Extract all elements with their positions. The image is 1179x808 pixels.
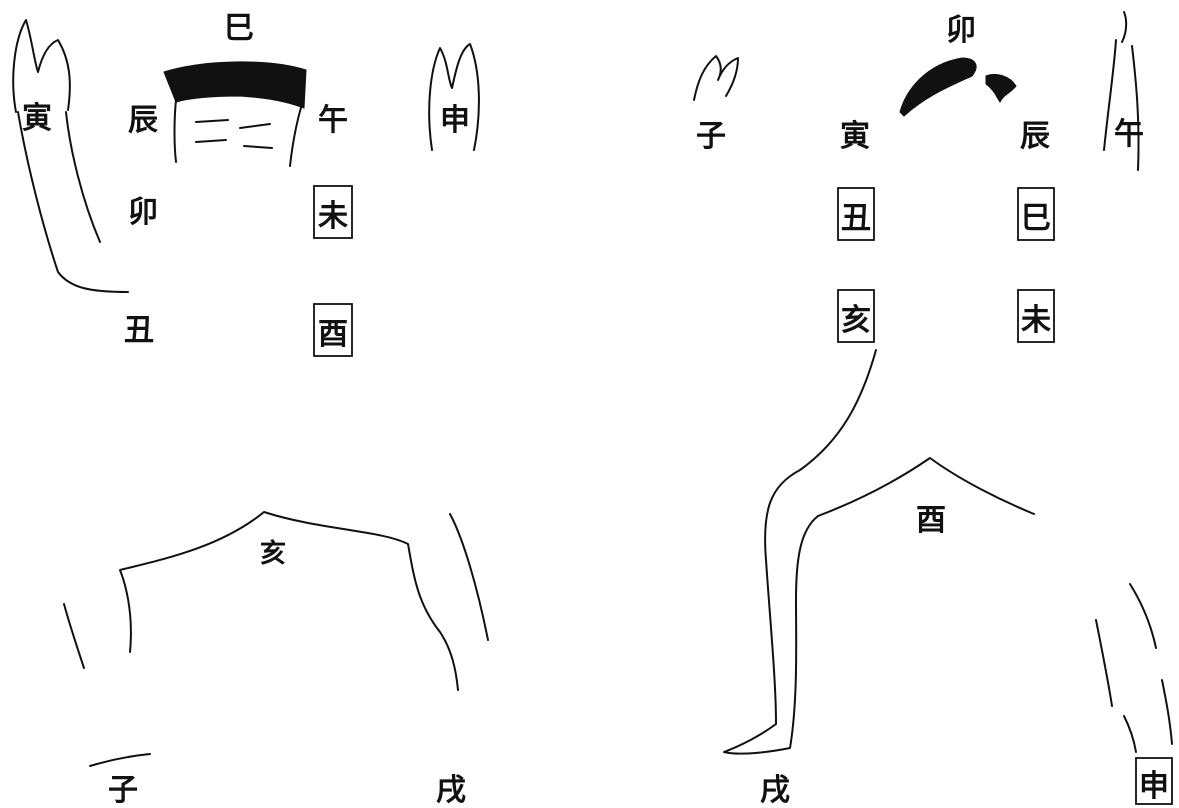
left-label-chen: 辰 bbox=[128, 103, 158, 138]
right-label-xu: 戌 bbox=[760, 773, 790, 808]
right-label-wu: 午 bbox=[1114, 117, 1144, 152]
right-figure-right-arm-inner bbox=[1131, 45, 1140, 171]
left-figure: 巳 辰 午 寅 申 卯 未 丑 酉 亥 子 戌 bbox=[12, 11, 489, 808]
right-figure-hair bbox=[899, 57, 977, 117]
right-figure-back bbox=[817, 457, 1035, 517]
right-figure-stroke-1 bbox=[1129, 583, 1157, 649]
right-label-shen-box bbox=[1135, 757, 1173, 805]
left-label-hai: 亥 bbox=[260, 538, 286, 569]
left-label-yin: 寅 bbox=[22, 101, 52, 136]
left-figure-right-hand-outline bbox=[428, 43, 480, 151]
left-label-wei: 未 bbox=[318, 199, 348, 234]
right-label-yin: 寅 bbox=[840, 119, 870, 154]
right-figure: 卯 子 寅 辰 午 丑 巳 亥 未 酉 戌 申 bbox=[693, 11, 1173, 808]
left-figure-eye-left bbox=[195, 119, 229, 123]
left-figure-eye-right bbox=[239, 123, 271, 129]
right-label-shen: 申 bbox=[1139, 769, 1169, 804]
left-figure-hair bbox=[163, 61, 307, 109]
left-figure-waist-stroke bbox=[89, 753, 151, 767]
right-figure-hair-tip bbox=[985, 73, 1017, 103]
right-label-hai-box bbox=[837, 289, 875, 343]
right-label-chou-box bbox=[837, 187, 875, 241]
left-figure-left-arm-inner bbox=[65, 111, 101, 243]
left-figure-eye-left-2 bbox=[195, 139, 227, 143]
right-label-chen: 辰 bbox=[1020, 119, 1050, 154]
left-label-xu: 戌 bbox=[436, 773, 466, 808]
right-figure-right-arm-outer bbox=[1103, 39, 1117, 151]
right-label-wei-box bbox=[1017, 289, 1055, 343]
left-label-you-box bbox=[313, 303, 353, 357]
right-label-wei: 未 bbox=[1021, 303, 1051, 338]
left-figure-eye-right-2 bbox=[243, 145, 273, 149]
right-label-zi: 子 bbox=[696, 119, 726, 154]
left-label-wei-box bbox=[313, 185, 353, 239]
left-label-si: 巳 bbox=[224, 11, 254, 46]
right-figure-stroke-4 bbox=[1161, 679, 1173, 745]
right-label-chou: 丑 bbox=[841, 201, 871, 236]
right-figure-stroke-2 bbox=[1095, 619, 1113, 707]
left-figure-face-right bbox=[289, 103, 303, 167]
left-figure-shoulders bbox=[119, 511, 459, 691]
right-label-hai: 亥 bbox=[841, 303, 871, 338]
right-figure-leg-front bbox=[723, 349, 877, 755]
left-figure-face-left bbox=[173, 99, 177, 163]
right-label-si: 巳 bbox=[1021, 201, 1051, 236]
left-figure-left-hand-outline bbox=[12, 19, 71, 113]
right-figure-stroke-3 bbox=[1123, 715, 1137, 753]
left-label-zi: 子 bbox=[108, 773, 138, 808]
left-label-chou: 丑 bbox=[124, 313, 154, 348]
left-label-mao: 卯 bbox=[128, 195, 158, 230]
left-figure-left-arm-outer bbox=[17, 111, 129, 293]
left-label-shen: 申 bbox=[440, 103, 470, 138]
right-label-mao: 卯 bbox=[946, 13, 976, 48]
right-figure-left-hand bbox=[693, 55, 739, 101]
right-label-you: 酉 bbox=[916, 503, 946, 538]
right-figure-right-hand-top bbox=[1121, 11, 1128, 43]
left-label-wu: 午 bbox=[318, 103, 348, 138]
left-figure-right-side-stroke bbox=[449, 513, 489, 641]
right-label-si-box bbox=[1017, 187, 1055, 241]
left-figure-left-side-stroke bbox=[63, 603, 85, 669]
left-label-you: 酉 bbox=[318, 317, 348, 352]
